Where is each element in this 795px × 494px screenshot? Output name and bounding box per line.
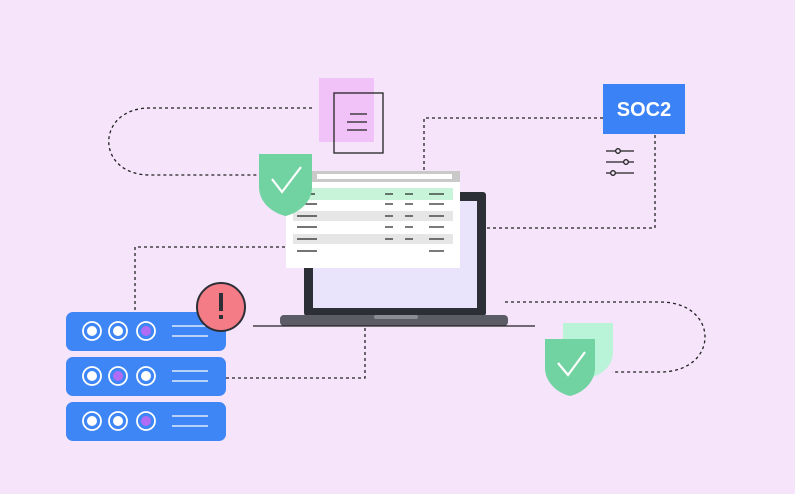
browser-window-icon xyxy=(286,171,460,268)
server-unit xyxy=(66,357,226,396)
sliders-icon xyxy=(606,148,634,176)
soc2-badge: SOC2 xyxy=(603,84,685,134)
dashed-connectors xyxy=(108,107,706,379)
table-row xyxy=(293,211,453,221)
server-rack-icon xyxy=(66,312,226,441)
document-icon xyxy=(319,78,384,154)
soc2-label: SOC2 xyxy=(617,99,671,121)
server-unit xyxy=(66,312,226,351)
table-row xyxy=(293,234,453,244)
server-unit xyxy=(66,402,226,441)
shield-check-icon xyxy=(545,323,613,396)
connector-server-top xyxy=(134,246,286,316)
connector-shield-loop xyxy=(505,301,706,373)
shield-check-icon xyxy=(259,154,312,216)
connector-server-bottom xyxy=(226,326,366,379)
connector-soc2-right xyxy=(485,135,656,229)
table-header-row xyxy=(293,188,453,200)
alert-icon xyxy=(196,282,246,332)
